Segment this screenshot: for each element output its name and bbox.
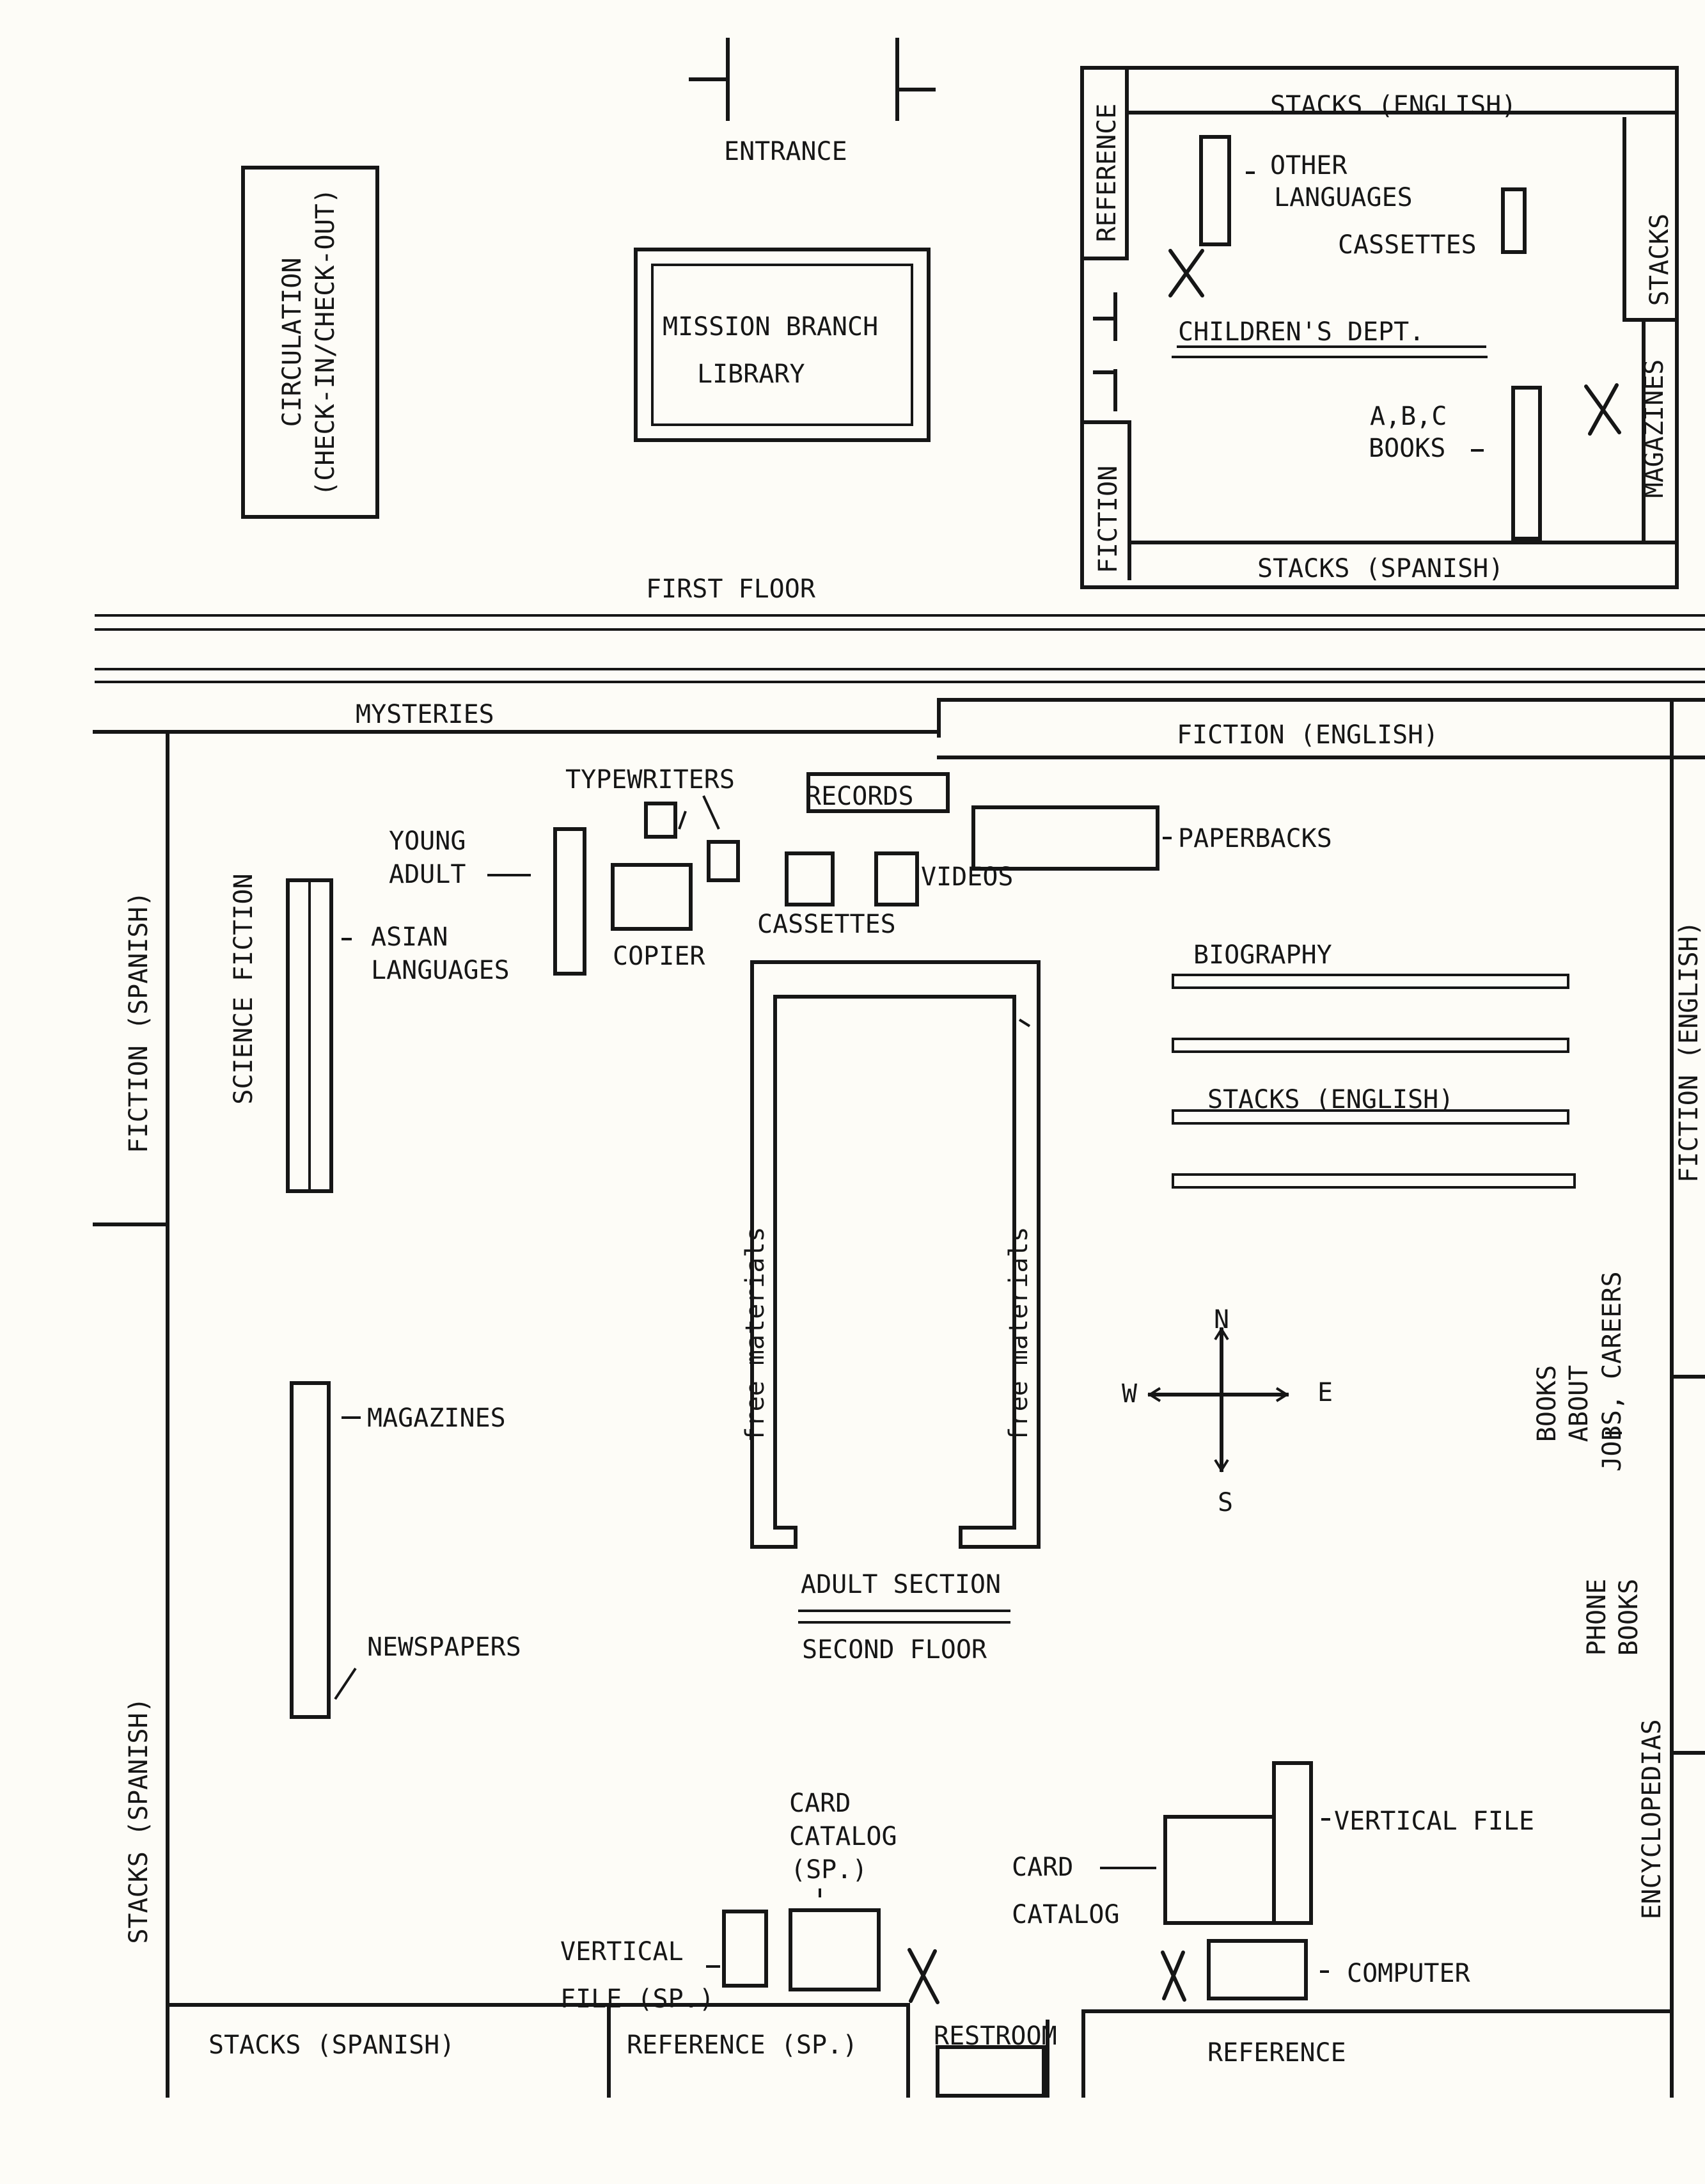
compass-south: S xyxy=(1218,1488,1233,1517)
books-about-jobs-line2: ABOUT xyxy=(1564,1365,1594,1442)
abc-books-line2: BOOKS xyxy=(1369,434,1445,463)
records-label: RECORDS xyxy=(806,782,914,811)
card-catalog-sp-line2: CATALOG xyxy=(789,1822,897,1851)
compass-north: N xyxy=(1214,1305,1229,1334)
card-catalog-line1: CARD xyxy=(1012,1853,1073,1882)
childrens-reference-label: REFERENCE xyxy=(1092,104,1122,242)
stacks-spanish-bottom-label: STACKS (SPANISH) xyxy=(208,2030,455,2060)
biography-shelf-2 xyxy=(1172,1038,1569,1053)
records-box xyxy=(806,772,950,813)
asian-languages-line2: LANGUAGES xyxy=(371,956,510,985)
childrens-stacks-label: STACKS xyxy=(1645,214,1674,306)
biography-shelf-1 xyxy=(1172,974,1569,989)
vertical-file-sp-line2: FILE (SP.) xyxy=(560,1984,714,2014)
typewriter-2 xyxy=(707,840,740,882)
typewriters-label: TYPEWRITERS xyxy=(565,765,735,795)
books-about-jobs-line1: BOOKS xyxy=(1532,1365,1562,1442)
card-catalog-line2: CATALOG xyxy=(1012,1900,1120,1929)
compass-rose xyxy=(1147,1327,1289,1473)
biography-label: BIOGRAPHY xyxy=(1193,940,1332,970)
young-adult-line2: ADULT xyxy=(389,860,466,889)
card-catalog-sp-line3: (SP.) xyxy=(790,1855,867,1885)
fiction-spanish-label: FICTION (SPANISH) xyxy=(124,891,153,1153)
paperbacks-label: PAPERBACKS xyxy=(1178,824,1332,853)
card-catalog-sp-cabinet xyxy=(789,1908,881,1991)
reference-sp-label: REFERENCE (SP.) xyxy=(627,2030,858,2060)
vertical-file-sp-line1: VERTICAL xyxy=(560,1937,684,1966)
vertical-file-sp-cabinet xyxy=(722,1910,768,1988)
young-adult-line1: YOUNG xyxy=(389,827,466,856)
phone-books-line2: BOOKS xyxy=(1614,1579,1644,1656)
science-fiction-label: SCIENCE FICTION xyxy=(229,873,258,1104)
floor-separator xyxy=(95,614,1705,683)
marker-x-west xyxy=(908,1948,939,2004)
books-about-jobs-line3: JOBS, CAREERS xyxy=(1598,1271,1627,1471)
childrens-dept-title: CHILDREN'S DEPT. xyxy=(1178,317,1424,347)
childrens-department xyxy=(1080,66,1679,589)
videos-box xyxy=(874,851,919,906)
entrance-doors xyxy=(689,38,936,121)
other-languages-line1: OTHER xyxy=(1270,151,1348,180)
card-catalog-cabinet xyxy=(1163,1815,1276,1925)
magazines-label: MAGAZINES xyxy=(367,1404,506,1433)
restroom-box xyxy=(936,2045,1046,2098)
computer-desk xyxy=(1207,1939,1308,2000)
childrens-magazines-label: MAGAZINES xyxy=(1640,360,1669,498)
young-adult-shelf xyxy=(553,827,586,976)
second-floor-label: SECOND FLOOR xyxy=(802,1635,987,1665)
copier-label: COPIER xyxy=(613,942,705,971)
circulation-label: CIRCULATION xyxy=(278,258,307,427)
phone-books-line1: PHONE xyxy=(1582,1579,1612,1656)
compass-east: E xyxy=(1317,1378,1333,1407)
free-materials-east-label: free materials xyxy=(1004,1226,1033,1442)
circulation-sublabel: (CHECK-IN/CHECK-OUT) xyxy=(311,188,340,496)
free-materials-west-label: free materials xyxy=(741,1226,770,1442)
other-languages-line2: LANGUAGES xyxy=(1274,183,1413,212)
entrance-label: ENTRANCE xyxy=(724,137,847,166)
computer-label: COMPUTER xyxy=(1347,1959,1471,1988)
abc-books-line1: A,B,C xyxy=(1370,402,1447,431)
reference-label: REFERENCE xyxy=(1207,2038,1346,2068)
vertical-file-cabinet xyxy=(1272,1761,1313,1925)
fiction-english-right-label: FICTION (ENGLISH) xyxy=(1674,921,1704,1182)
marker-x-east xyxy=(1161,1951,1186,2002)
copier-box xyxy=(611,863,693,931)
cassettes-label: CASSETTES xyxy=(757,910,896,939)
compass-west: W xyxy=(1122,1379,1138,1409)
restroom-label: RESTROOM xyxy=(934,2022,1057,2051)
library-name-box xyxy=(634,248,931,442)
typewriter-1 xyxy=(644,802,677,839)
free-materials-counter xyxy=(750,960,1041,1549)
library-name-line2: LIBRARY xyxy=(697,360,805,389)
second-floor: MYSTERIES FICTION (ENGLISH) FICTION (SPA… xyxy=(93,698,1705,2098)
asian-languages-line1: ASIAN xyxy=(371,922,448,952)
library-name-line1: MISSION BRANCH xyxy=(663,312,878,342)
vertical-file-label: VERTICAL FILE xyxy=(1334,1807,1534,1836)
childrens-fiction-label: FICTION xyxy=(1094,466,1123,574)
stacks-english-shelf-1 xyxy=(1172,1109,1569,1125)
childrens-stacks-english-label: STACKS (ENGLISH) xyxy=(1270,91,1516,120)
magazines-newspapers-shelf xyxy=(290,1381,331,1719)
cassettes-box xyxy=(785,851,835,906)
childrens-cassettes-label: CASSETTES xyxy=(1338,230,1477,260)
stacks-spanish-left-label: STACKS (SPANISH) xyxy=(124,1697,153,1943)
videos-label: VIDEOS xyxy=(921,862,1014,892)
mysteries-label: MYSTERIES xyxy=(356,700,494,729)
paperbacks-shelf xyxy=(971,805,1159,871)
encyclopedias-label: ENCYCLOPEDIAS xyxy=(1637,1719,1667,1919)
card-catalog-sp-line1: CARD xyxy=(789,1789,851,1818)
circulation-desk xyxy=(241,166,379,519)
first-floor-label: FIRST FLOOR xyxy=(646,574,816,604)
fiction-english-top-label: FICTION (ENGLISH) xyxy=(1177,720,1438,750)
stacks-english-shelf-2 xyxy=(1172,1173,1576,1189)
newspapers-label: NEWSPAPERS xyxy=(367,1633,521,1662)
childrens-stacks-spanish-label: STACKS (SPANISH) xyxy=(1257,554,1504,583)
second-floor-walls xyxy=(93,698,1705,2098)
adult-section-label: ADULT SECTION xyxy=(801,1570,1001,1599)
first-floor: ENTRANCE CIRCULATION (CHECK-IN/CHECK-OUT… xyxy=(241,38,1679,604)
